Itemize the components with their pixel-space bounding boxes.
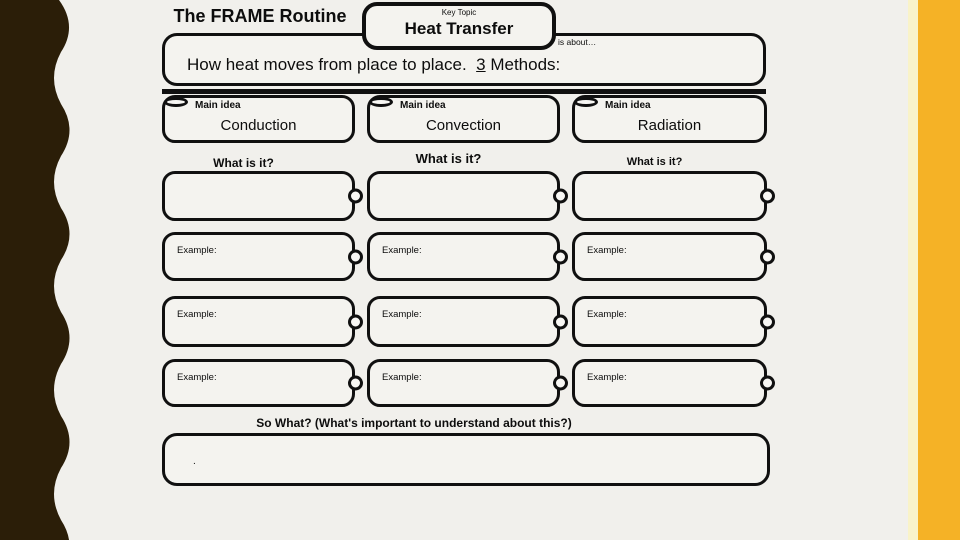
what-is-it-label: What is it? — [626, 156, 683, 168]
connector-circle-icon — [760, 249, 775, 264]
connector-circle-icon — [553, 249, 568, 264]
bullet-oval-icon — [574, 97, 598, 107]
about-text: How heat moves from place to place. 3 Me… — [187, 55, 560, 75]
what-is-it-box[interactable] — [572, 171, 775, 221]
main-idea-box-radiation[interactable]: Main idea Radiation — [572, 95, 767, 143]
example-label: Example: — [382, 309, 422, 320]
so-what-content: . — [193, 456, 196, 467]
main-idea-label: Main idea — [400, 100, 446, 111]
example-box[interactable]: Example: — [572, 232, 775, 281]
so-what-label: So What? (What's important to understand… — [256, 416, 572, 430]
example-label: Example: — [382, 372, 422, 383]
example-box[interactable]: Example: — [162, 232, 363, 281]
example-label: Example: — [587, 372, 627, 383]
page-title: The FRAME Routine — [173, 6, 347, 26]
main-idea-label: Main idea — [605, 100, 651, 111]
connector-circle-icon — [553, 375, 568, 391]
example-box[interactable]: Example: — [572, 359, 775, 407]
connector-circle-icon — [348, 188, 363, 204]
left-wavy-border — [0, 0, 70, 540]
about-suffix: Methods: — [485, 55, 561, 74]
about-number: 3 — [476, 55, 486, 74]
connector-circle-icon — [760, 314, 775, 329]
main-idea-value: Conduction — [220, 117, 297, 134]
main-idea-box-conduction[interactable]: Main idea Conduction — [162, 95, 355, 143]
main-idea-label: Main idea — [195, 100, 241, 111]
bullet-oval-icon — [164, 97, 188, 107]
key-topic-label: Key Topic — [441, 8, 477, 17]
example-box[interactable]: Example: — [367, 296, 568, 347]
example-label: Example: — [177, 309, 217, 320]
example-label: Example: — [587, 245, 627, 256]
what-is-it-label: What is it? — [213, 156, 274, 170]
is-about-label: is about… — [558, 37, 597, 47]
example-label: Example: — [177, 245, 217, 256]
main-idea-value: Convection — [425, 117, 502, 134]
about-prefix: How heat moves from place to place. — [187, 55, 477, 74]
right-gold-stripe — [918, 0, 960, 540]
example-label: Example: — [587, 309, 627, 320]
right-pale-stripe — [908, 0, 918, 540]
example-box[interactable]: Example: — [162, 296, 363, 347]
connector-circle-icon — [348, 314, 363, 329]
example-label: Example: — [177, 372, 217, 383]
main-idea-value: Radiation — [637, 117, 702, 134]
connector-circle-icon — [760, 188, 775, 204]
divider-line — [162, 89, 766, 94]
key-topic-box[interactable]: Key Topic Heat Transfer — [362, 2, 556, 50]
key-topic-value: Heat Transfer — [404, 19, 514, 38]
what-is-it-box[interactable] — [162, 171, 363, 221]
what-is-it-box[interactable] — [367, 171, 568, 221]
bullet-oval-icon — [369, 97, 393, 107]
connector-circle-icon — [760, 375, 775, 391]
what-is-it-label: What is it? — [415, 151, 482, 166]
example-label: Example: — [382, 245, 422, 256]
example-box[interactable]: Example: — [367, 232, 568, 281]
main-idea-box-convection[interactable]: Main idea Convection — [367, 95, 560, 143]
connector-circle-icon — [553, 188, 568, 204]
example-box[interactable]: Example: — [572, 296, 775, 347]
connector-circle-icon — [553, 314, 568, 329]
so-what-box[interactable]: . — [162, 433, 770, 486]
example-box[interactable]: Example: — [162, 359, 363, 407]
example-box[interactable]: Example: — [367, 359, 568, 407]
connector-circle-icon — [348, 375, 363, 391]
connector-circle-icon — [348, 249, 363, 264]
